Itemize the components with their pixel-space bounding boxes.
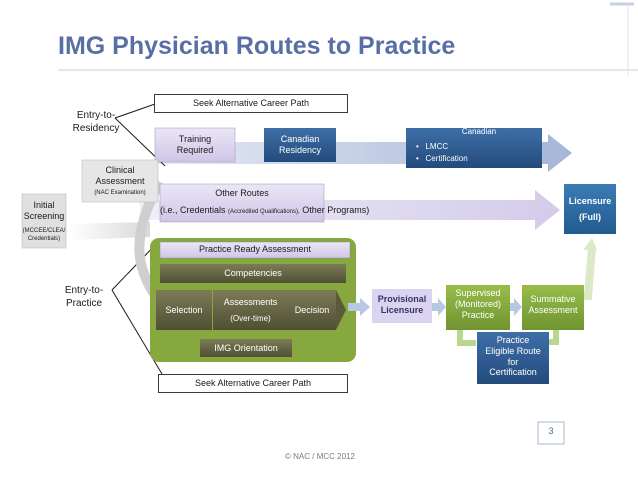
canadian-bullets: • LMCC • Certification (416, 141, 534, 166)
bullet-text: LMCC (425, 142, 449, 151)
label-line: Practice (65, 297, 103, 309)
initial-screening-text: Initial Screening (20, 200, 68, 223)
selection-box (156, 290, 212, 330)
connector-arrow (432, 298, 446, 316)
competencies-box (160, 264, 346, 283)
supervised-line: (Monitored) (454, 298, 501, 309)
provisional-line: Licensure (380, 305, 424, 316)
decision-label: Decision (294, 305, 330, 315)
screening-sub-line: (MCCEE/CLEA/ (22, 228, 66, 234)
supervised-text: Supervised (Monitored) Practice (446, 288, 510, 320)
training-line: Training (178, 134, 212, 144)
bullet-item: • Certification (416, 154, 468, 164)
slide-title: IMG Physician Routes to Practice (58, 32, 456, 60)
connector-arrow (348, 298, 370, 316)
other-routes-box (159, 183, 325, 223)
green-connector (548, 330, 559, 345)
licensure-box (564, 184, 616, 234)
clinical-line: Assessment (95, 176, 145, 187)
canadian-heading: Canadian (461, 127, 497, 136)
practice-ready-box (159, 241, 351, 259)
decision-box (288, 290, 336, 330)
orientation-box (200, 339, 292, 357)
initial-screening-box (21, 193, 67, 249)
supervised-line: Supervised (455, 288, 501, 298)
other-routes-suffix: Other Programs) (299, 205, 370, 215)
green-connector (457, 330, 476, 346)
assessments-box (213, 290, 288, 330)
supervised-box (446, 285, 510, 330)
screening-line: Initial (33, 200, 55, 210)
summative-line: Assessment (528, 305, 578, 316)
over-time-label: (Over-time) (230, 314, 271, 323)
clinical-line: Clinical (105, 165, 135, 175)
decision-arrow-tip (336, 290, 346, 330)
canadian-residency-text: Canadian Residency (264, 134, 336, 157)
eligible-line: Certification (489, 367, 537, 378)
residency-line: Residency (278, 145, 322, 156)
orientation-label: IMG Orientation (214, 343, 278, 353)
competencies-label: Competencies (224, 268, 282, 278)
canadian-certification-box (406, 128, 542, 168)
provisional-line: Provisional (377, 294, 427, 304)
assessments-label: Assessments (223, 297, 278, 307)
clinical-assessment-sub: (NAC Examination) (94, 190, 146, 196)
provisional-text: Provisional Licensure (372, 294, 432, 317)
label-line: Entry-to- (64, 285, 104, 296)
training-line: Required (176, 145, 214, 156)
practice-ready-label: Practice Ready Assessment (198, 244, 312, 254)
supervised-line: Practice (461, 309, 495, 320)
initial-screening-sub: (MCCEE/CLEA/ Credentials) (18, 228, 70, 243)
licensure-sub: (Full) (579, 212, 601, 222)
clinical-assessment-text: Clinical Assessment (82, 165, 158, 188)
other-routes-title: Other Routes (215, 188, 269, 198)
summative-text: Summative Assessment (522, 294, 584, 317)
page-number-box (537, 421, 565, 445)
licensure-title: Licensure (568, 196, 612, 206)
screening-flow-arrow (70, 222, 150, 240)
eligible-line: Practice (496, 335, 530, 345)
entry-to-practice-label: Entry-to- Practice (58, 285, 110, 310)
label-line: Entry-to- (76, 110, 116, 121)
eligible-line: for (507, 356, 519, 367)
eligible-route-box (477, 332, 549, 384)
canadian-residency-box (264, 128, 336, 162)
eligible-line: Eligible Route (485, 345, 541, 356)
connector-arrow (509, 298, 522, 316)
green-connector-tip (583, 238, 597, 250)
residency-line: Canadian (280, 134, 320, 144)
seek-alternative-bottom: Seek Alternative Career Path (158, 374, 348, 393)
entry-to-residency-label: Entry-to- Residency (66, 110, 126, 135)
other-routes-detail: (i.e., Credentials (Accredited Qualifica… (160, 205, 369, 217)
bracket-line (114, 103, 156, 119)
eligible-route-text: Practice Eligible Route for Certificatio… (477, 335, 549, 378)
training-required-text: Training Required (155, 134, 235, 157)
label-line: Residency (72, 122, 120, 134)
other-routes-small: (Accredited Qualifications), (228, 209, 300, 215)
footer-copyright: © NAC / MCC 2012 (285, 452, 355, 461)
summative-box (522, 285, 584, 330)
provisional-box (372, 289, 432, 323)
selection-label: Selection (165, 305, 203, 315)
bullet-item: • LMCC (416, 142, 449, 151)
screening-line: Screening (23, 211, 65, 222)
clinical-assessment-box (81, 159, 159, 203)
bullet-text: Certification (425, 154, 468, 164)
seek-alternative-top: Seek Alternative Career Path (154, 94, 348, 113)
training-box (154, 127, 236, 163)
summative-line: Summative (530, 294, 576, 304)
other-routes-prefix: (i.e., Credentials (160, 205, 229, 215)
page-number: 3 (548, 426, 554, 436)
screening-sub-line: Credentials) (27, 235, 61, 242)
